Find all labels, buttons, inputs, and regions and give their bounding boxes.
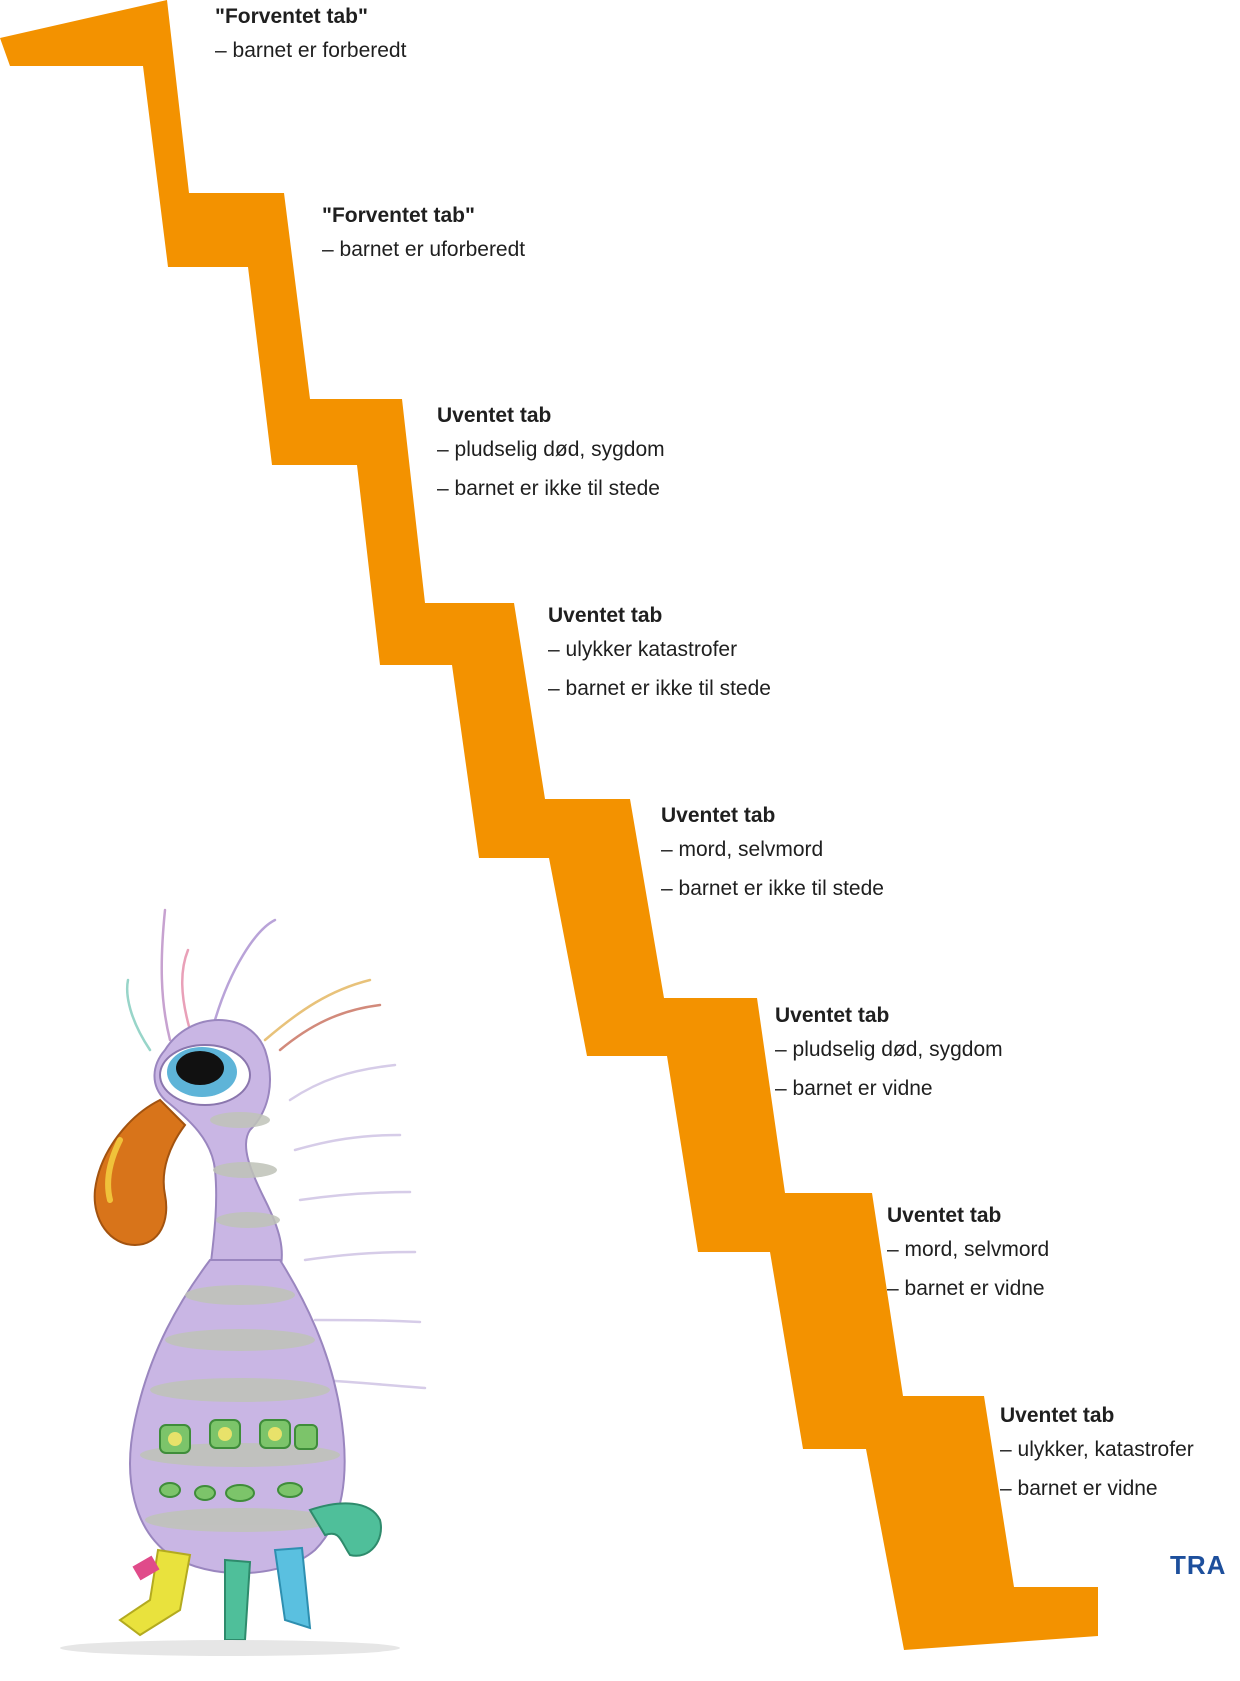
step-6-title: Uventet tab	[775, 1002, 1003, 1030]
step-7-line-2: – barnet er vidne	[887, 1269, 1049, 1308]
step-1-text: "Forventet tab" – barnet er forberedt	[215, 3, 406, 70]
step-8-line-2: – barnet er vidne	[1000, 1469, 1194, 1508]
step-1-line-1: – barnet er forberedt	[215, 31, 406, 70]
step-3-title: Uventet tab	[437, 402, 665, 430]
creature-illustration	[40, 900, 440, 1660]
step-6-text: Uventet tab – pludselig død, sygdom – ba…	[775, 1002, 1003, 1108]
step-5-title: Uventet tab	[661, 802, 884, 830]
creature-eye	[160, 1045, 250, 1105]
step-3-line-2: – barnet er ikke til stede	[437, 469, 665, 508]
step-3-line-1: – pludselig død, sygdom	[437, 430, 665, 469]
brand-text: TRA	[1170, 1550, 1226, 1581]
step-4-line-2: – barnet er ikke til stede	[548, 669, 771, 708]
step-4-title: Uventet tab	[548, 602, 771, 630]
step-2-title: "Forventet tab"	[322, 202, 525, 230]
creature-ground-shadow	[60, 1640, 400, 1656]
step-2-text: "Forventet tab" – barnet er uforberedt	[322, 202, 525, 269]
step-8-text: Uventet tab – ulykker, katastrofer – bar…	[1000, 1402, 1194, 1508]
step-8-title: Uventet tab	[1000, 1402, 1194, 1430]
step-1-title: "Forventet tab"	[215, 3, 406, 31]
step-4-line-1: – ulykker katastrofer	[548, 630, 771, 669]
step-3-text: Uventet tab – pludselig død, sygdom – ba…	[437, 402, 665, 508]
step-8-line-1: – ulykker, katastrofer	[1000, 1430, 1194, 1469]
step-7-title: Uventet tab	[887, 1202, 1049, 1230]
step-7-line-1: – mord, selvmord	[887, 1230, 1049, 1269]
step-7-text: Uventet tab – mord, selvmord – barnet er…	[887, 1202, 1049, 1308]
step-4-text: Uventet tab – ulykker katastrofer – barn…	[548, 602, 771, 708]
step-6-line-2: – barnet er vidne	[775, 1069, 1003, 1108]
step-5-line-1: – mord, selvmord	[661, 830, 884, 869]
step-2-line-1: – barnet er uforberedt	[322, 230, 525, 269]
step-5-line-2: – barnet er ikke til stede	[661, 869, 884, 908]
step-6-line-1: – pludselig død, sygdom	[775, 1030, 1003, 1069]
step-5-text: Uventet tab – mord, selvmord – barnet er…	[661, 802, 884, 908]
